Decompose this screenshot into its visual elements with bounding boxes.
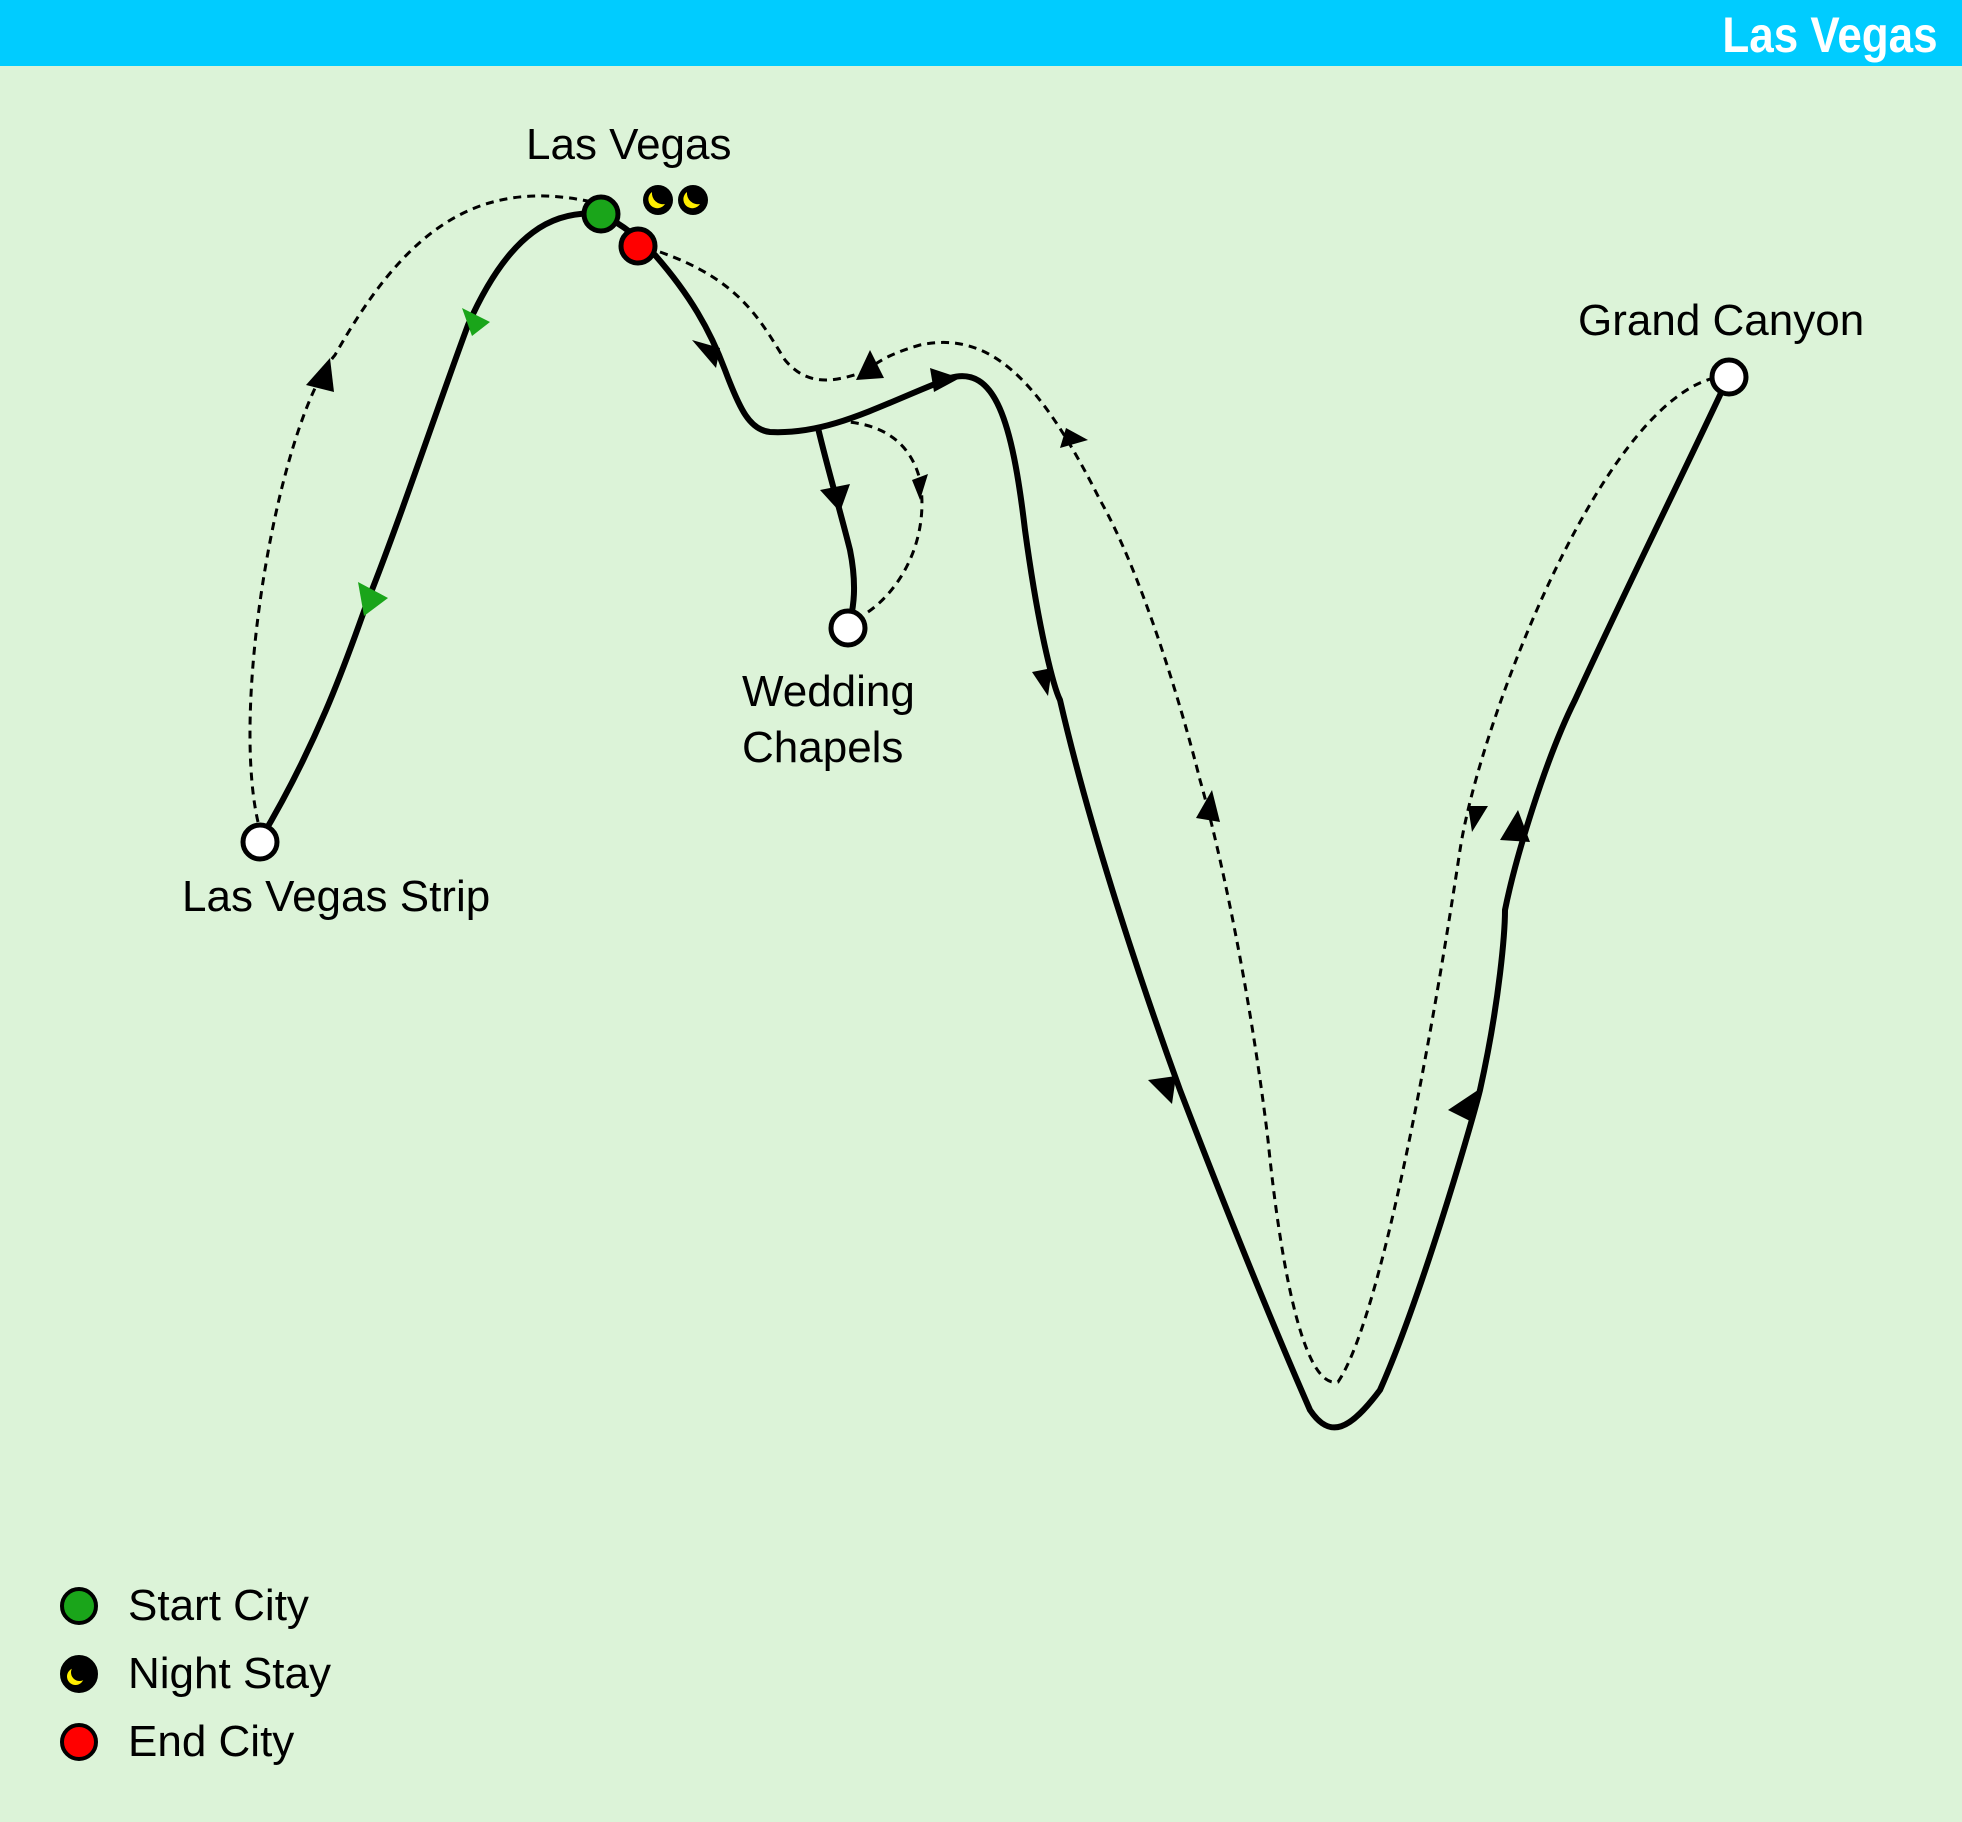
city-marker-grand-canyon[interactable] [1709, 357, 1749, 397]
green-arrow-icon [462, 308, 490, 336]
legend-item-start-city: Start City [60, 1572, 331, 1640]
legend-item-end-city: End City [60, 1708, 331, 1776]
route-leg-strip-to-vegas [257, 210, 601, 842]
city-label-las-vegas-strip: Las Vegas Strip [182, 872, 491, 921]
arrow-icon [1032, 668, 1052, 696]
legend-label: Night Stay [128, 1649, 331, 1698]
red-dot-icon [60, 1723, 98, 1761]
route-arrows [306, 308, 1530, 1122]
legend: Start City Night Stay End City [60, 1572, 331, 1776]
moon-icon [678, 185, 708, 215]
arrow-icon [1060, 428, 1088, 448]
arrow-icon [1500, 810, 1530, 842]
dashed-route-canyon-return [869, 340, 1729, 1384]
page-title: Las Vegas [1722, 7, 1938, 63]
city-marker-las-vegas-strip[interactable] [240, 822, 280, 862]
arrow-icon [856, 350, 884, 380]
green-arrow-icon [358, 582, 388, 616]
header-bar: Las Vegas [0, 0, 1962, 66]
city-label-las-vegas: Las Vegas [526, 120, 732, 169]
green-dot-icon [60, 1587, 98, 1625]
legend-item-night-stay: Night Stay [60, 1640, 331, 1708]
legend-label: End City [128, 1717, 295, 1766]
arrow-icon [1468, 806, 1488, 832]
arrow-icon [306, 358, 334, 392]
route-leg-spur-to-chapels [815, 427, 857, 623]
start-city-marker[interactable] [581, 194, 621, 234]
arrow-icon [1448, 1090, 1478, 1122]
dashed-route-chapels-return [847, 420, 924, 614]
city-label-grand-canyon: Grand Canyon [1578, 296, 1865, 345]
night-stay-icons [643, 185, 708, 215]
legend-label: Start City [128, 1581, 309, 1630]
moon-icon [643, 185, 673, 215]
moon-icon [60, 1655, 98, 1693]
arrow-icon [820, 484, 850, 512]
dashed-route-strip-return [248, 194, 593, 823]
city-marker-wedding-chapels[interactable] [828, 608, 868, 648]
dashed-route-vegas-to-bend [659, 250, 871, 382]
arrow-icon [692, 340, 720, 368]
arrow-icon [1196, 790, 1220, 822]
city-label-wedding-chapels: Wedding Chapels [742, 667, 915, 772]
arrow-icon [1148, 1076, 1176, 1104]
route-leg-bend-to-canyon [949, 373, 1731, 1431]
arrow-icon [912, 474, 928, 500]
end-city-marker[interactable] [618, 226, 658, 266]
arrow-icon [930, 368, 960, 392]
